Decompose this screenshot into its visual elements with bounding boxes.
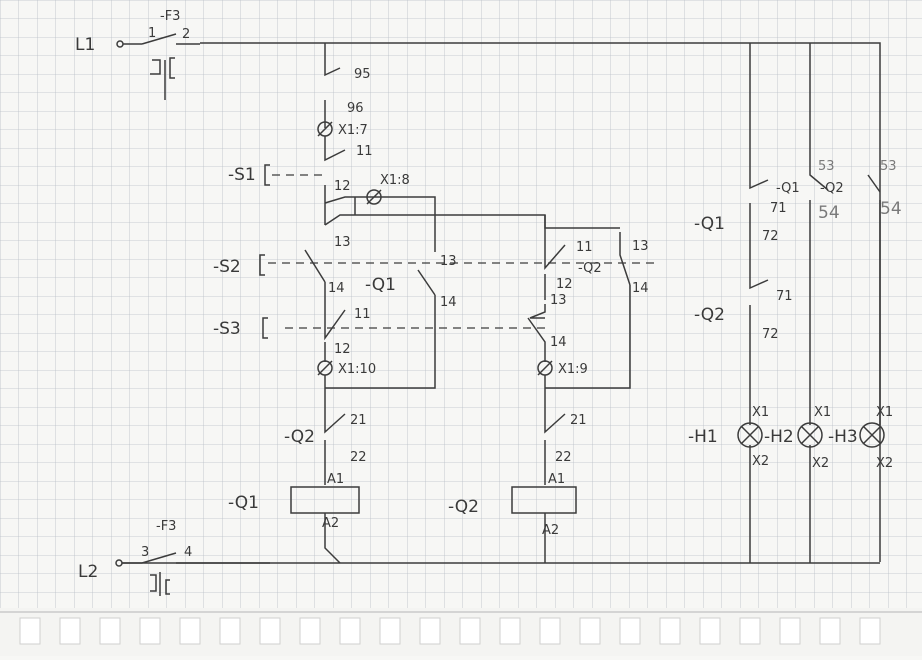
lamp-h1-branch: -Q1 -Q1 71 72 -Q2 71 72 -H1 X1 X2 — [688, 43, 800, 563]
q2-interlock-left: 21 -Q2 22 — [284, 410, 367, 485]
h1-x1: X1 — [752, 405, 769, 420]
q1-interlock-right: 21 22 — [544, 410, 587, 485]
s2-term-12: 12 — [556, 277, 573, 292]
q1-coil: A1 -Q1 A2 — [228, 472, 360, 564]
q2-coil-a2: A2 — [542, 523, 559, 538]
q1-term-71: 71 — [770, 201, 787, 216]
lamp-h3-branch: 53 54 -H3 X1 X2 — [828, 159, 902, 471]
q2-term-22: 22 — [350, 450, 367, 465]
h3-label: -H3 — [828, 427, 858, 447]
overload-contact: 95 96 X1:7 — [317, 43, 371, 138]
s3-second-contact: 14 X1:9 — [527, 317, 588, 410]
l1-label: L1 — [75, 35, 95, 55]
h2-x2: X2 — [812, 456, 829, 471]
lamp-h2-branch: 53 54 -Q2 -H2 X1 X2 — [764, 43, 844, 563]
terminal-x1-9: X1:9 — [558, 362, 588, 377]
q2-term-53: 53 — [880, 159, 897, 174]
s1-term-12: 12 — [334, 179, 351, 194]
q1-term-54: 54 — [818, 203, 840, 223]
f3-terminal-3: 3 — [141, 545, 149, 560]
q2-signal-label: -Q2 — [694, 305, 725, 325]
f3-term-95: 95 — [354, 67, 371, 82]
s1-label: -S1 — [228, 165, 256, 185]
s1-term-11: 11 — [356, 144, 373, 159]
q1-term-72: 72 — [762, 229, 779, 244]
q2-term-21: 21 — [350, 413, 367, 428]
f3-terminal-2: 2 — [182, 27, 190, 42]
s3-term-12: 12 — [334, 342, 351, 357]
l2-label: L2 — [78, 562, 98, 582]
f3-top-label: -F3 — [160, 9, 180, 24]
s3-term-11: 11 — [354, 307, 371, 322]
f3-term-96: 96 — [347, 101, 364, 116]
q2-coil: A1 -Q2 A2 — [448, 472, 577, 563]
q2-coil-a1: A1 — [548, 472, 565, 487]
q1-term-21: 21 — [570, 413, 587, 428]
q1-aux-label: -Q1 — [776, 181, 800, 196]
q2-interlock-label: -Q2 — [284, 427, 315, 447]
q2-aux-label: -Q2 — [820, 181, 844, 196]
q1-term-53: 53 — [818, 159, 835, 174]
f3-terminal-1: 1 — [148, 26, 156, 41]
torn-edge — [0, 608, 922, 656]
q1-signal-label: -Q1 — [694, 214, 725, 234]
s3-label: -S3 — [213, 319, 241, 339]
s1-term-13: 13 — [334, 235, 351, 250]
h1-x2: X2 — [752, 454, 769, 469]
q2-term-72: 72 — [762, 327, 779, 342]
terminal-x1-10: X1:10 — [338, 362, 376, 377]
grid-paper — [0, 0, 922, 612]
h1-label: -H1 — [688, 427, 718, 447]
q1-coil-a2: A2 — [322, 516, 339, 531]
q2-term-13: 13 — [632, 239, 649, 254]
terminal-x1-7: X1:7 — [338, 123, 368, 138]
s2-term-14: 14 — [328, 281, 345, 296]
supply-l2: L2 3 4 -F3 — [78, 519, 270, 596]
s2-second-contact: 11 12 13 -Q2 13 14 — [529, 215, 649, 389]
s2-term-13: 13 — [440, 254, 457, 269]
h3-x2: X2 — [876, 456, 893, 471]
s2-term-13b: 13 — [550, 293, 567, 308]
f3-terminal-4: 4 — [184, 545, 192, 560]
h2-x1: X1 — [814, 405, 831, 420]
q1-holding-contact: -Q1 14 — [325, 269, 457, 389]
terminal-x1-8: X1:8 — [380, 173, 410, 188]
h2-label: -H2 — [764, 427, 794, 447]
q2-coil-label: -Q2 — [448, 497, 479, 517]
s2-start-button: -S2 14 13 — [213, 237, 660, 305]
q1-coil-a1: A1 — [327, 472, 344, 487]
q1-term-22: 22 — [555, 450, 572, 465]
q1-term-14: 14 — [440, 295, 457, 310]
q2-contact-label: -Q2 — [578, 261, 602, 276]
s2-label: -S2 — [213, 257, 241, 277]
h3-x1: X1 — [876, 405, 893, 420]
q2-term-54: 54 — [880, 199, 902, 219]
q1-coil-label: -Q1 — [228, 493, 259, 513]
s2-term-11: 11 — [576, 240, 593, 255]
q1-contact-label: -Q1 — [365, 275, 396, 295]
f3-bottom-label: -F3 — [156, 519, 176, 534]
q2-term-71: 71 — [776, 289, 793, 304]
s3-stop-button: -S3 11 12 X1:10 — [213, 305, 545, 410]
q2-term-14: 14 — [632, 281, 649, 296]
s3-term-14: 14 — [550, 335, 567, 350]
supply-l1: L1 1 2 -F3 — [75, 9, 200, 100]
